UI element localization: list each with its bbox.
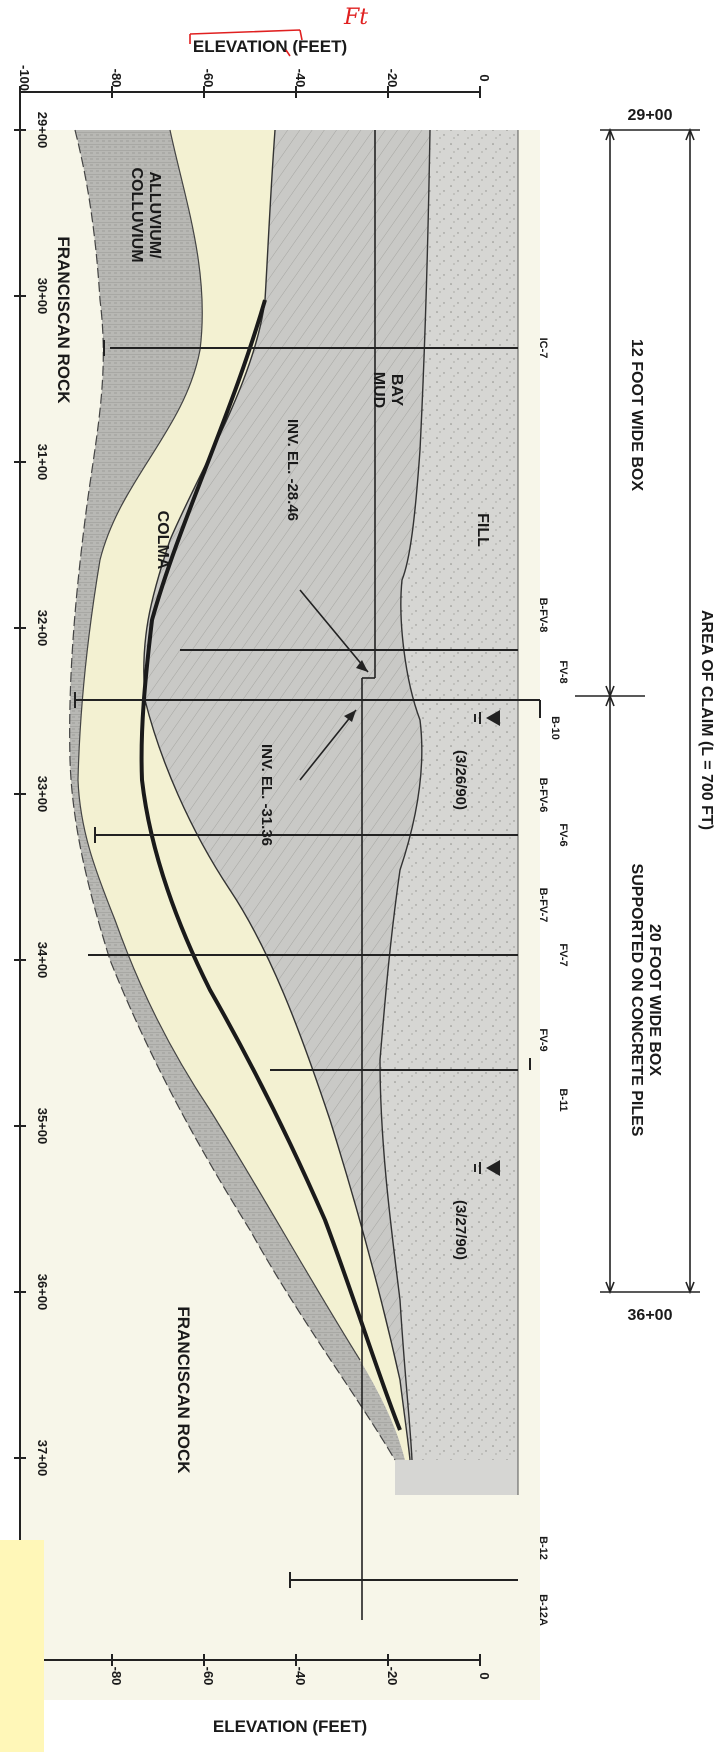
station-label: 33+00 (35, 776, 50, 813)
boring-fv6: FV-6 (557, 823, 569, 846)
boring-bfv7: B-FV-7 (537, 888, 549, 923)
station-ticks (14, 129, 26, 1459)
boring-fv8: FV-8 (557, 660, 569, 683)
box-invert-line (139, 299, 402, 1431)
station-label: 36+00 (35, 1274, 50, 1311)
station-label: 30+00 (35, 278, 50, 315)
station-label: 35+00 (35, 1108, 50, 1145)
inv-2-arrowhead (344, 710, 356, 722)
station-label: 37+00 (35, 1440, 50, 1477)
baymud-colma-contact (143, 129, 411, 1461)
groundwater-date-2: (3/27/90) (452, 1200, 469, 1260)
label-colma: COLMA (154, 511, 171, 570)
bottom-tick-label: -20 (385, 1667, 400, 1686)
boring-bfv6: B-FV-6 (537, 778, 549, 813)
top-tick-label: -60 (201, 69, 216, 88)
claim-end-station: 36+00 (628, 1307, 673, 1324)
water-table-symbol (474, 1160, 500, 1176)
fill-speckle (380, 130, 518, 1460)
label-inv-2: INV. EL. -31.36 (258, 744, 275, 846)
area-of-claim-label: AREA OF CLAIM (L = 700 FT) (698, 610, 715, 830)
boring-b10: B-10 (549, 716, 561, 740)
claim-start-station: 29+00 (628, 107, 673, 124)
top-tick-label: -100 (17, 65, 32, 91)
section-end-fill (395, 1460, 518, 1495)
label-bay-mud-2: MUD (370, 372, 387, 408)
top-axis-ticks (19, 86, 481, 98)
handwritten-markup (189, 29, 303, 57)
bottom-tick-label: 0 (477, 1672, 492, 1679)
claim-dimensions (575, 127, 700, 1295)
label-alluvium-1: ALLUVIUM/ (146, 171, 163, 259)
box-12ft-label: 12 FOOT WIDE BOX (628, 339, 645, 491)
alluvium-rock-contact (69, 129, 396, 1461)
alluvium-pattern (69, 130, 405, 1460)
water-table-symbol (474, 710, 500, 726)
top-tick-label: -20 (385, 69, 400, 88)
boring-b12: B-12 (537, 1536, 549, 1560)
boring-bfv8: B-FV-8 (537, 598, 549, 633)
colma-alluvium-contact (77, 129, 361, 1361)
top-tick-label: 0 (477, 74, 492, 81)
bay-mud-hatch (143, 130, 430, 1460)
inv-1-arrowhead (356, 660, 368, 672)
label-bay-mud-1: BAY (388, 374, 405, 407)
top-tick-label: -40 (293, 69, 308, 88)
label-inv-1: INV. EL. -28.46 (284, 419, 301, 521)
boring-b11: B-11 (557, 1088, 569, 1111)
top-axis-title: ELEVATION (FEET) (193, 37, 347, 56)
boring-fv9: FV-9 (537, 1028, 549, 1051)
sticky-note (0, 1540, 44, 1752)
handwritten-note: Ft (343, 5, 368, 30)
station-label: 31+00 (35, 444, 50, 481)
station-label: 34+00 (35, 942, 50, 979)
label-franciscan-right: FRANCISCAN ROCK (174, 1306, 193, 1474)
box-20ft-label-1: 20 FOOT WIDE BOX (646, 924, 663, 1076)
boring-ic7: IC-7 (537, 338, 549, 359)
top-tick-label: -80 (109, 69, 124, 88)
groundwater-date-1: (3/26/90) (452, 750, 469, 810)
label-fill: FILL (474, 513, 491, 547)
bottom-tick-label: -40 (293, 1667, 308, 1686)
inv-1-arrow (299, 589, 369, 673)
boring-lines (74, 340, 541, 1588)
bottom-axis-ticks (111, 1654, 481, 1666)
label-alluvium-2: COLLUVIUM (128, 167, 145, 262)
inv-2-arrow (299, 709, 357, 781)
bottom-tick-label: -80 (109, 1667, 124, 1686)
bottom-tick-label: -60 (201, 1667, 216, 1686)
box-20ft-label-2: SUPPORTED ON CONCRETE PILES (628, 864, 645, 1137)
station-label: 32+00 (35, 610, 50, 647)
fill-baymud-contact (379, 129, 431, 1461)
colma-zone (78, 130, 410, 1460)
bottom-axis-title: ELEVATION (FEET) (213, 1717, 367, 1736)
station-label: 29+00 (35, 112, 50, 149)
boring-b12a: B-12A (537, 1594, 549, 1626)
boring-fv7: FV-7 (557, 943, 569, 966)
label-franciscan-lower: FRANCISCAN ROCK (54, 236, 73, 404)
